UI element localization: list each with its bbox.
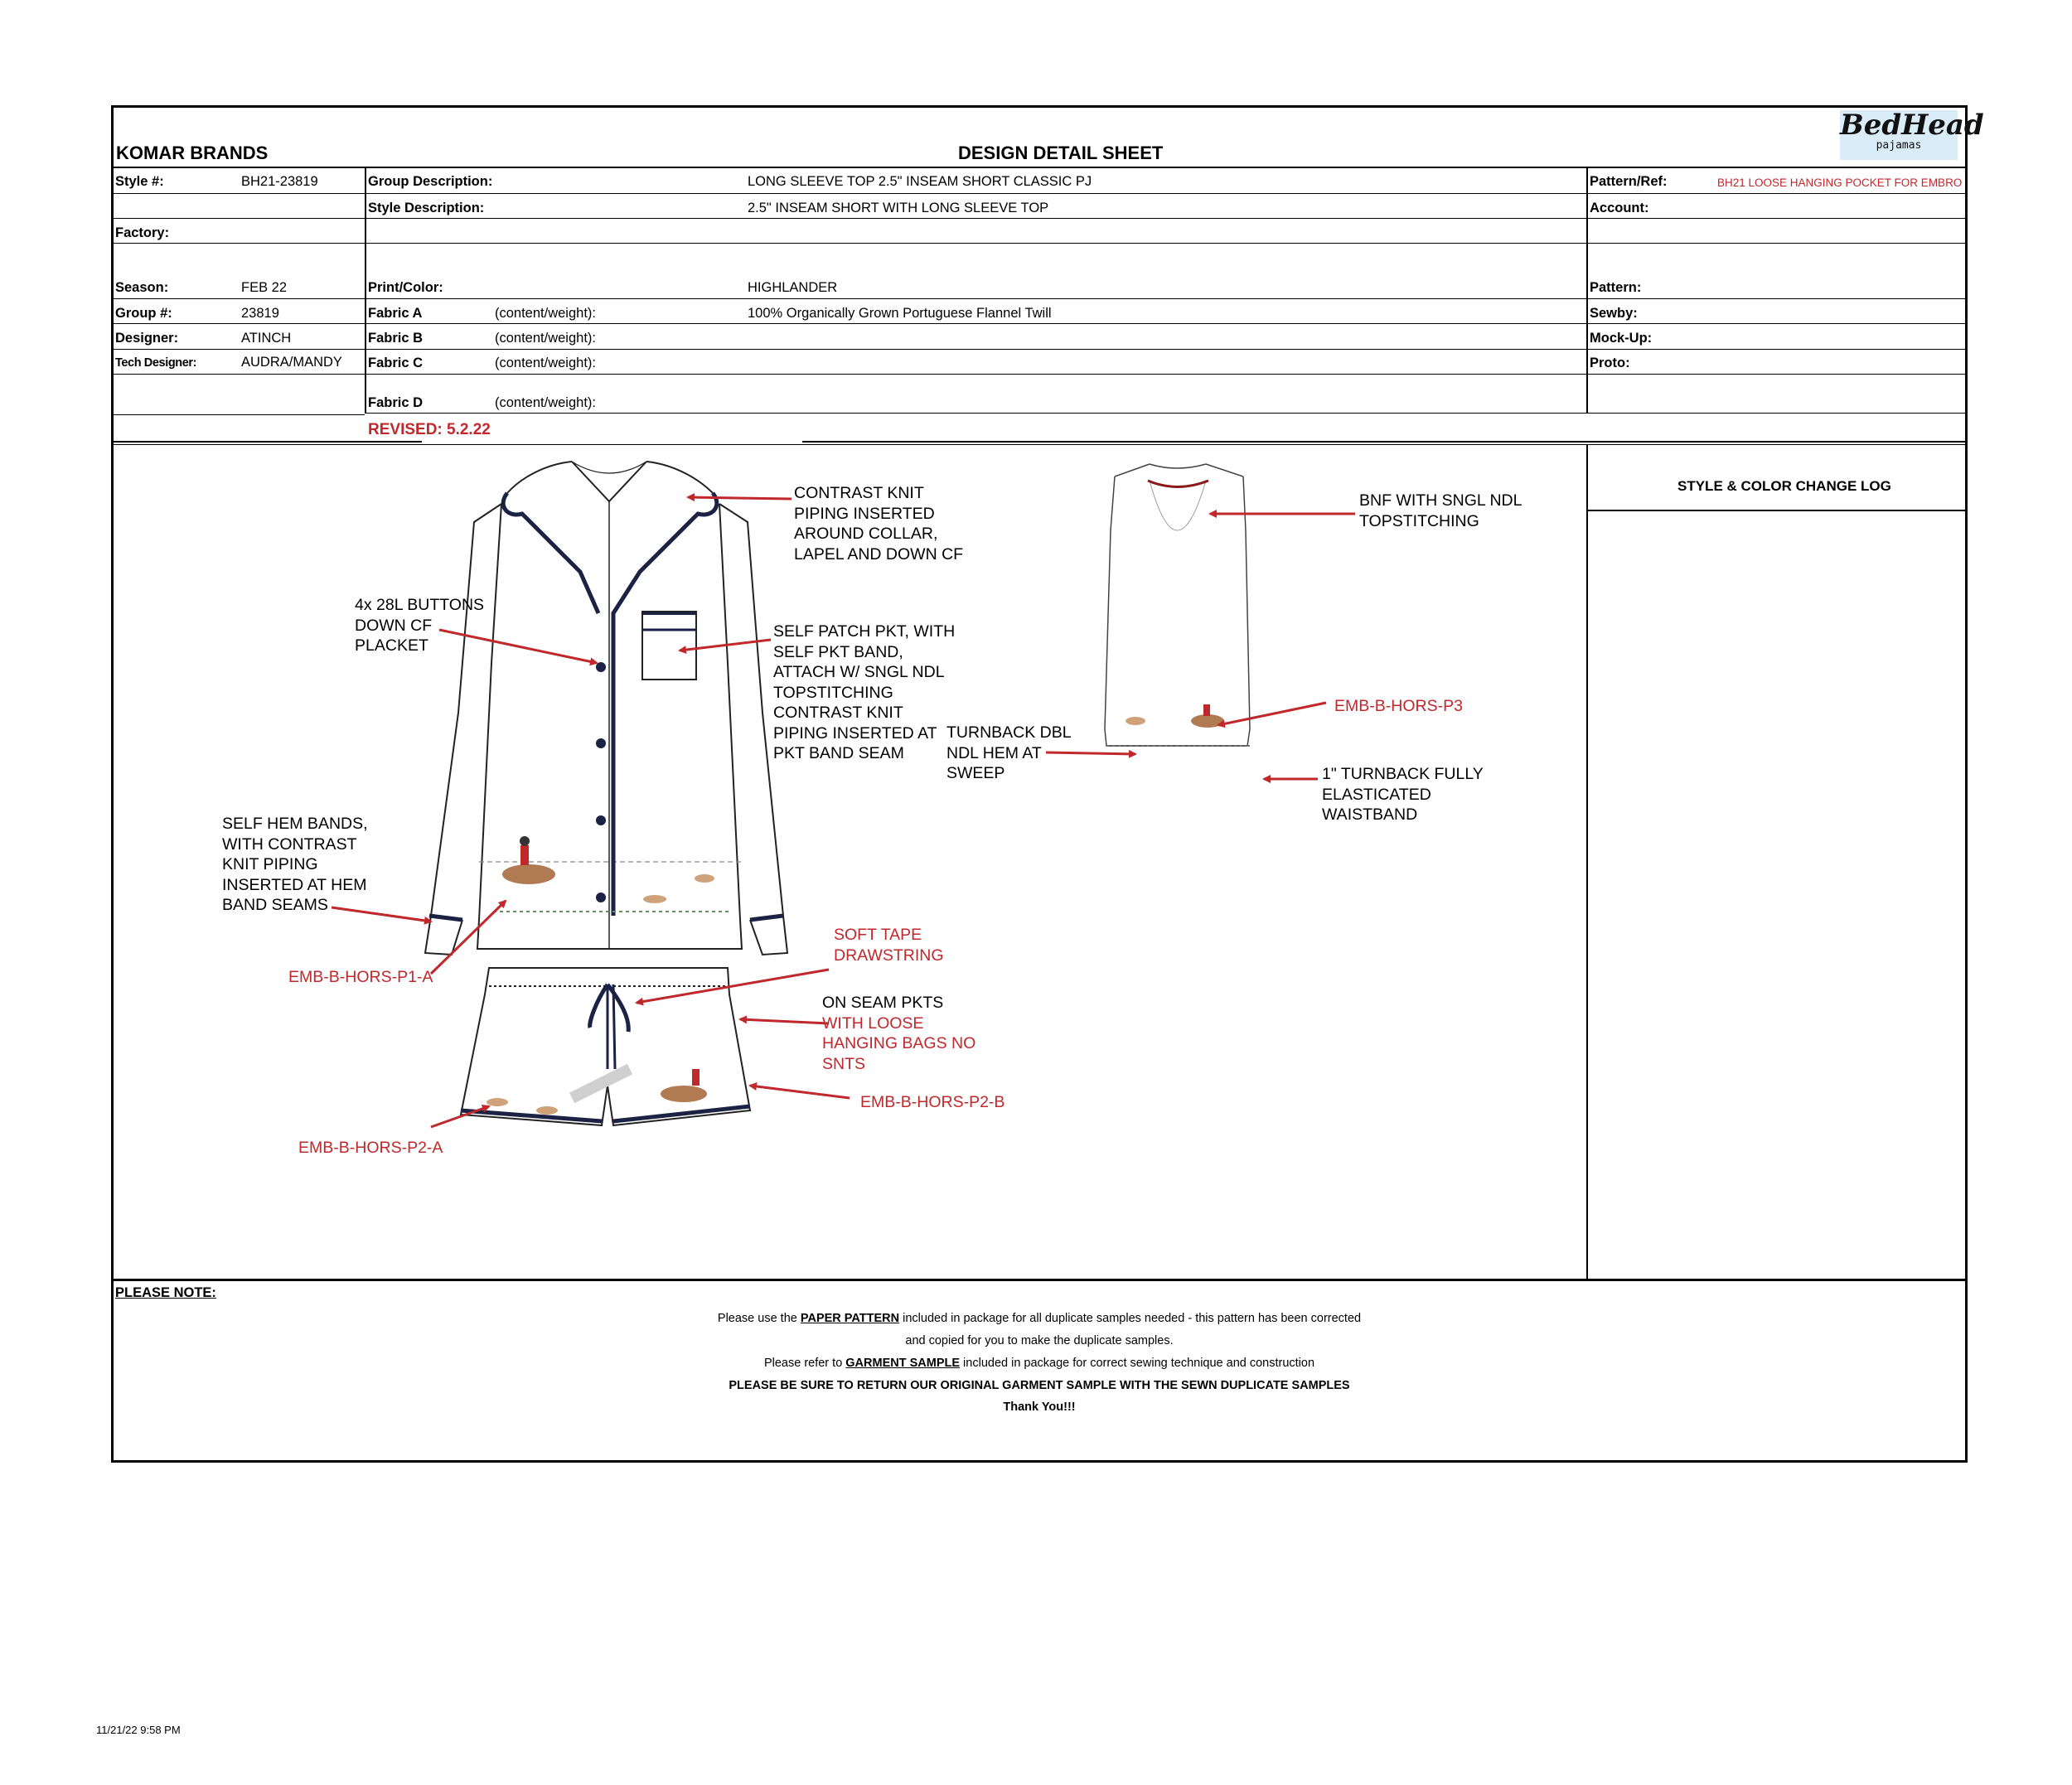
shirt-front-sketch <box>424 461 789 956</box>
season-label: Season: <box>115 280 169 295</box>
button-dots <box>596 662 606 902</box>
logo-subtext: pajamas <box>1876 139 1922 152</box>
tech-designer-label: Tech Designer: <box>115 356 197 370</box>
back-embroidery <box>1126 704 1224 728</box>
callout-emb-p1a: EMB-B-HORS-P1-A <box>288 968 433 986</box>
note-line-5: Thank You!!! <box>1003 1400 1076 1414</box>
callout-bnf: BNF WITH SNGL NDL TOPSTITCHING <box>1359 491 1523 530</box>
season-value: FEB 22 <box>241 280 288 295</box>
shirt-embroidery <box>493 836 729 912</box>
callout-pockets: ON SEAM PKTS WITH LOOSE HANGING BAGS NO … <box>822 994 976 1073</box>
callout-emb-p3: EMB-B-HORS-P3 <box>1334 697 1463 715</box>
pattern-ref-label: Pattern/Ref: <box>1590 174 1668 189</box>
fabric-a-content-weight: (content/weight): <box>495 306 596 321</box>
group-description-value: LONG SLEEVE TOP 2.5" INSEAM SHORT CLASSI… <box>748 174 1092 189</box>
pattern-label: Pattern: <box>1590 280 1642 295</box>
callout-hem-bands: SELF HEM BANDS, WITH CONTRAST KNIT PIPIN… <box>222 815 368 914</box>
account-label: Account: <box>1590 201 1649 215</box>
callout-patch-pocket: SELF PATCH PKT, WITH SELF PKT BAND, ATTA… <box>773 622 956 762</box>
style-description-value: 2.5" INSEAM SHORT WITH LONG SLEEVE TOP <box>748 201 1049 215</box>
sheet-title: DESIGN DETAIL SHEET <box>958 143 1164 163</box>
designer-label: Designer: <box>115 331 179 346</box>
proto-label: Proto: <box>1590 356 1630 370</box>
bedhead-logo: BedHead pajamas <box>1840 110 1984 160</box>
fabric-d-content-weight: (content/weight): <box>495 395 596 410</box>
print-timestamp: 11/21/22 9:58 PM <box>96 1724 181 1736</box>
change-log-title: STYLE & COLOR CHANGE LOG <box>1677 478 1891 494</box>
callout-turnback-hem: TURNBACK DBL NDL HEM AT SWEEP <box>946 723 1072 782</box>
fabric-b-label: Fabric B <box>368 331 424 346</box>
callout-contrast-knit-collar: CONTRAST KNIT PIPING INSERTED AROUND COL… <box>794 484 964 564</box>
group-number-value: 23819 <box>241 306 279 321</box>
fabric-c-content-weight: (content/weight): <box>495 356 596 370</box>
style-description-label: Style Description: <box>368 201 485 215</box>
note-line-2: and copied for you to make the duplicate… <box>905 1334 1174 1347</box>
revised-stamp: REVISED: 5.2.22 <box>368 421 491 437</box>
patch-pocket-sketch <box>641 611 697 680</box>
fabric-b-content-weight: (content/weight): <box>495 331 596 346</box>
group-number-label: Group #: <box>115 306 172 321</box>
callout-buttons: 4x 28L BUTTONS DOWN CF PLACKET <box>355 596 485 655</box>
designer-value: ATINCH <box>241 331 292 346</box>
fabric-a-label: Fabric A <box>368 306 423 321</box>
factory-label: Factory: <box>115 225 170 240</box>
fabric-c-label: Fabric C <box>368 356 424 370</box>
sewby-label: Sewby: <box>1590 306 1638 321</box>
note-line-3: Please refer to GARMENT SAMPLE included … <box>763 1357 1315 1370</box>
fabric-a-value: 100% Organically Grown Portuguese Flanne… <box>748 306 1052 321</box>
group-description-label: Group Description: <box>368 174 493 189</box>
shirt-back-sketch <box>1104 463 1251 747</box>
callout-emb-p2a: EMB-B-HORS-P2-A <box>298 1139 443 1157</box>
tech-designer-value: AUDRA/MANDY <box>241 355 342 370</box>
company-name: KOMAR BRANDS <box>116 143 269 163</box>
print-color-value: HIGHLANDER <box>748 280 838 295</box>
callout-emb-p2b: EMB-B-HORS-P2-B <box>860 1093 1005 1111</box>
please-note-heading: PLEASE NOTE: <box>115 1285 216 1300</box>
pattern-ref-value: BH21 LOOSE HANGING POCKET FOR EMBRO <box>1717 177 1963 189</box>
print-color-label: Print/Color: <box>368 280 443 295</box>
note-line-1: Please use the PAPER PATTERN included in… <box>717 1312 1362 1325</box>
style-value: BH21-23819 <box>241 174 318 189</box>
shorts-embroidery <box>487 1063 707 1115</box>
callout-waistband: 1" TURNBACK FULLY ELASTICATED WAISTBAND <box>1322 765 1484 824</box>
callout-drawstring: SOFT TAPE DRAWSTRING <box>834 926 944 965</box>
note-line-4: PLEASE BE SURE TO RETURN OUR ORIGINAL GA… <box>729 1379 1350 1392</box>
style-label: Style #: <box>115 174 164 189</box>
mockup-label: Mock-Up: <box>1590 331 1653 346</box>
fabric-d-label: Fabric D <box>368 395 424 410</box>
